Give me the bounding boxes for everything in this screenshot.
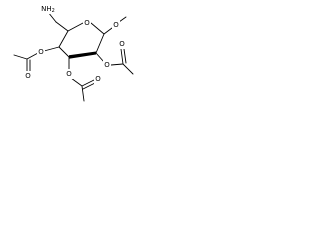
bond-c2acyl-methyl — [122, 63, 134, 75]
atom-nh2: NH2 — [41, 5, 55, 14]
bond-c5-ch2 — [55, 21, 69, 32]
bond-c1-o-methoxy — [103, 27, 113, 35]
atom-o-c4: O — [38, 48, 44, 56]
atom-o-ring: O — [84, 19, 90, 27]
atom-o-c2: O — [104, 61, 110, 69]
bond-c4-o — [43, 46, 60, 52]
bond-c2-o — [95, 52, 105, 63]
bond-c3-c4 — [58, 46, 70, 58]
structure-diagram: NH2 O O O O O O O O — [0, 0, 140, 121]
molecule-drawing: NH2 O O O O O O O O — [13, 4, 134, 102]
atom-o-methoxy: O — [113, 21, 119, 29]
bond-c5-o-ring — [67, 22, 84, 32]
atom-o-c2-carbonyl: O — [119, 40, 125, 48]
bond-c3acyl-carbonyl-b — [82, 82, 96, 90]
bond-c2acyl-carbonyl-a — [120, 48, 124, 65]
bond-c3acyl-carbonyl-a — [81, 79, 95, 87]
atom-o-c3: O — [66, 70, 72, 78]
bond-o-methoxy-ch3 — [118, 16, 127, 23]
bond-o-acyl-c3 — [70, 77, 83, 87]
bond-c1-c2 — [95, 33, 105, 54]
bond-c4-c5 — [58, 30, 69, 48]
atom-o-c4-carbonyl: O — [25, 72, 31, 80]
bond-c2acyl-carbonyl-b — [123, 48, 127, 64]
bond-o-acyl-c4 — [26, 52, 39, 60]
bond-o-ring-c1 — [90, 22, 105, 35]
bond-c2-c3-bold — [69, 51, 96, 59]
bond-c4acyl-methyl — [13, 54, 28, 60]
bond-o-acyl-c2 — [110, 63, 124, 66]
bond-c3acyl-methyl — [81, 85, 85, 102]
atom-o-c3-carbonyl: O — [95, 75, 101, 83]
